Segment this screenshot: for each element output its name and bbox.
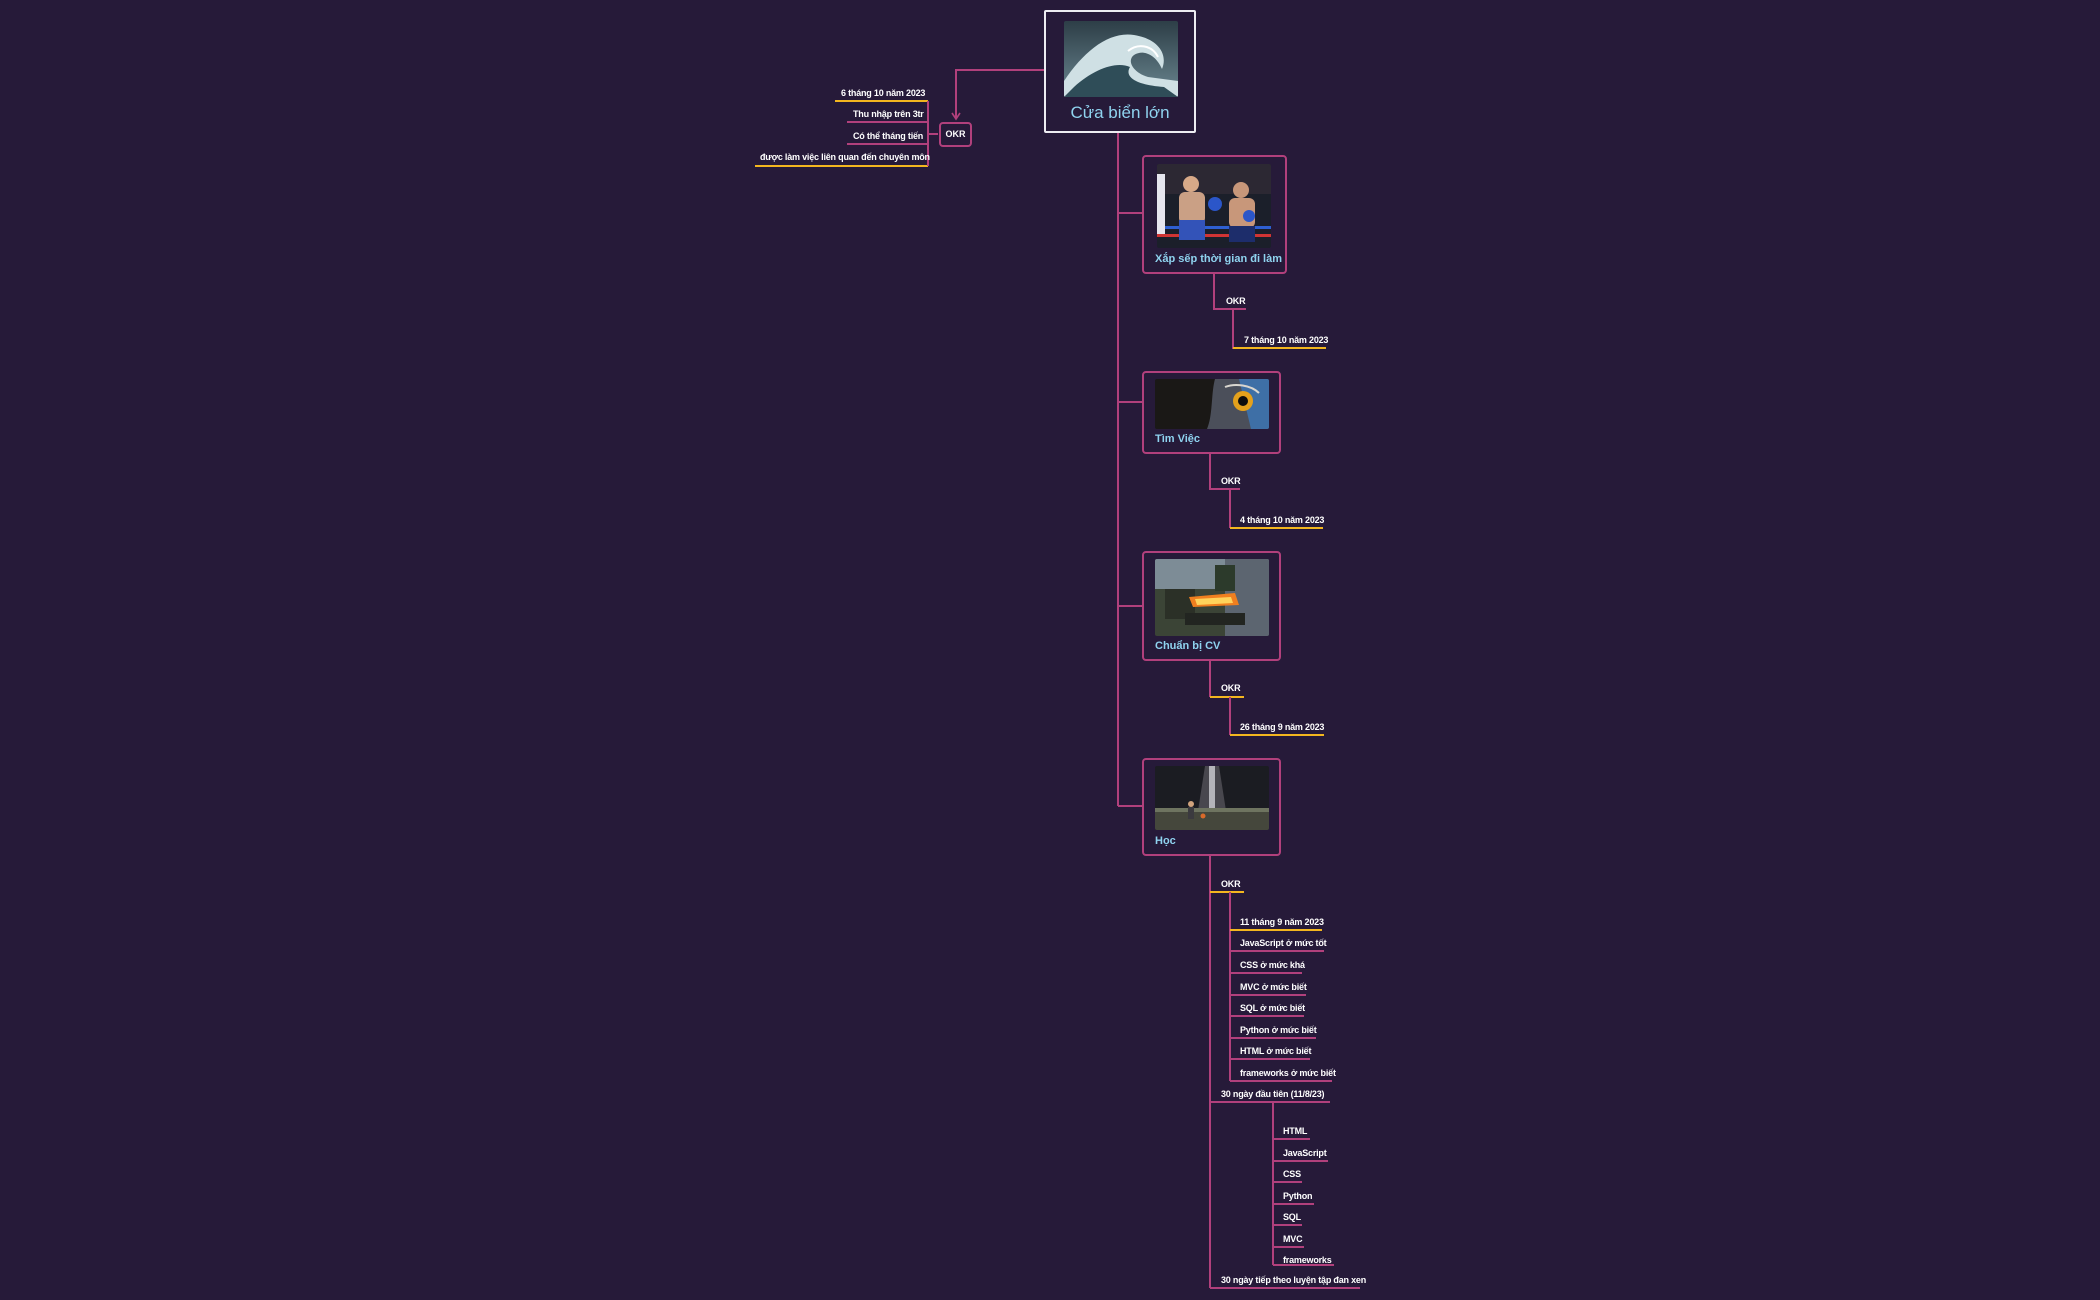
topic-node-2[interactable]: Tìm Việc — [1142, 371, 1281, 454]
forge-fire-image — [1155, 559, 1269, 636]
topic-4-okr-item[interactable]: frameworks ở mức biết — [1240, 1068, 1336, 1078]
topic-4-okr[interactable]: OKR — [1221, 879, 1241, 889]
topic-3-okr[interactable]: OKR — [1221, 683, 1241, 693]
topic-node-3[interactable]: Chuẩn bị CV — [1142, 551, 1281, 661]
first-30-days-item[interactable]: MVC — [1283, 1234, 1303, 1244]
topic-4-title: Học — [1155, 835, 1176, 847]
topic-4-okr-item[interactable]: 11 tháng 9 năm 2023 — [1240, 917, 1324, 927]
topic-1-title: Xắp sếp thời gian đi làm — [1155, 253, 1283, 265]
topic-4-okr-item[interactable]: HTML ở mức biết — [1240, 1046, 1312, 1056]
topic-2-title: Tìm Việc — [1155, 433, 1201, 445]
first-30-days-item[interactable]: frameworks — [1283, 1255, 1332, 1265]
topic-4-okr-item[interactable]: Python ở mức biết — [1240, 1025, 1317, 1035]
topic-4-okr-item[interactable]: SQL ở mức biết — [1240, 1003, 1305, 1013]
first-30-days-item[interactable]: Python — [1283, 1191, 1313, 1201]
root-title: Cửa biển lớn — [1070, 103, 1170, 122]
topic-1-okr-date[interactable]: 7 tháng 10 năm 2023 — [1244, 335, 1329, 345]
topic-4-okr-item[interactable]: JavaScript ở mức tốt — [1240, 938, 1327, 948]
owl-eye-image — [1155, 379, 1269, 429]
ocean-wave-image — [1064, 21, 1178, 97]
root-okr-item[interactable]: Thu nhập trên 3tr — [853, 109, 924, 119]
root-okr-node[interactable]: OKR — [939, 122, 972, 147]
next-30-days-label[interactable]: 30 ngày tiếp theo luyện tập đan xen — [1221, 1275, 1367, 1285]
first-30-days-item[interactable]: HTML — [1283, 1126, 1308, 1136]
root-to-okr-arrow — [951, 112, 961, 121]
root-okr-item[interactable]: 6 tháng 10 năm 2023 — [841, 88, 926, 98]
topic-3-title: Chuẩn bị CV — [1155, 640, 1221, 652]
root-to-okr-line — [955, 69, 1044, 118]
root-okr-item[interactable]: Có thể tháng tiến — [853, 131, 924, 141]
first-30-days-label[interactable]: 30 ngày đầu tiên (11/8/23) — [1221, 1089, 1325, 1099]
topic-node-4[interactable]: Học — [1142, 758, 1281, 856]
topic-2-okr[interactable]: OKR — [1221, 476, 1241, 486]
topic-node-1[interactable]: Xắp sếp thời gian đi làm — [1142, 155, 1287, 274]
topic-1-okr-connector — [1213, 273, 1246, 310]
first-30-days-item[interactable]: SQL — [1283, 1212, 1301, 1222]
night-basketball-image — [1155, 766, 1269, 830]
okr-items-bracket-line — [927, 101, 938, 158]
topic-2-okr-date[interactable]: 4 tháng 10 năm 2023 — [1240, 515, 1325, 525]
topic-1-okr[interactable]: OKR — [1226, 296, 1246, 306]
root-okr-item[interactable]: được làm việc liên quan đến chuyên môn — [760, 152, 930, 162]
boxing-match-image — [1157, 164, 1271, 248]
topic-4-okr-item[interactable]: CSS ở mức khá — [1240, 960, 1305, 970]
root-topic[interactable]: Cửa biển lớn — [1044, 10, 1196, 133]
first-30-days-item[interactable]: JavaScript — [1283, 1148, 1327, 1158]
topic-3-okr-date[interactable]: 26 tháng 9 năm 2023 — [1240, 722, 1325, 732]
first-30-days-item[interactable]: CSS — [1283, 1169, 1301, 1179]
topic-4-okr-item[interactable]: MVC ở mức biết — [1240, 982, 1307, 992]
